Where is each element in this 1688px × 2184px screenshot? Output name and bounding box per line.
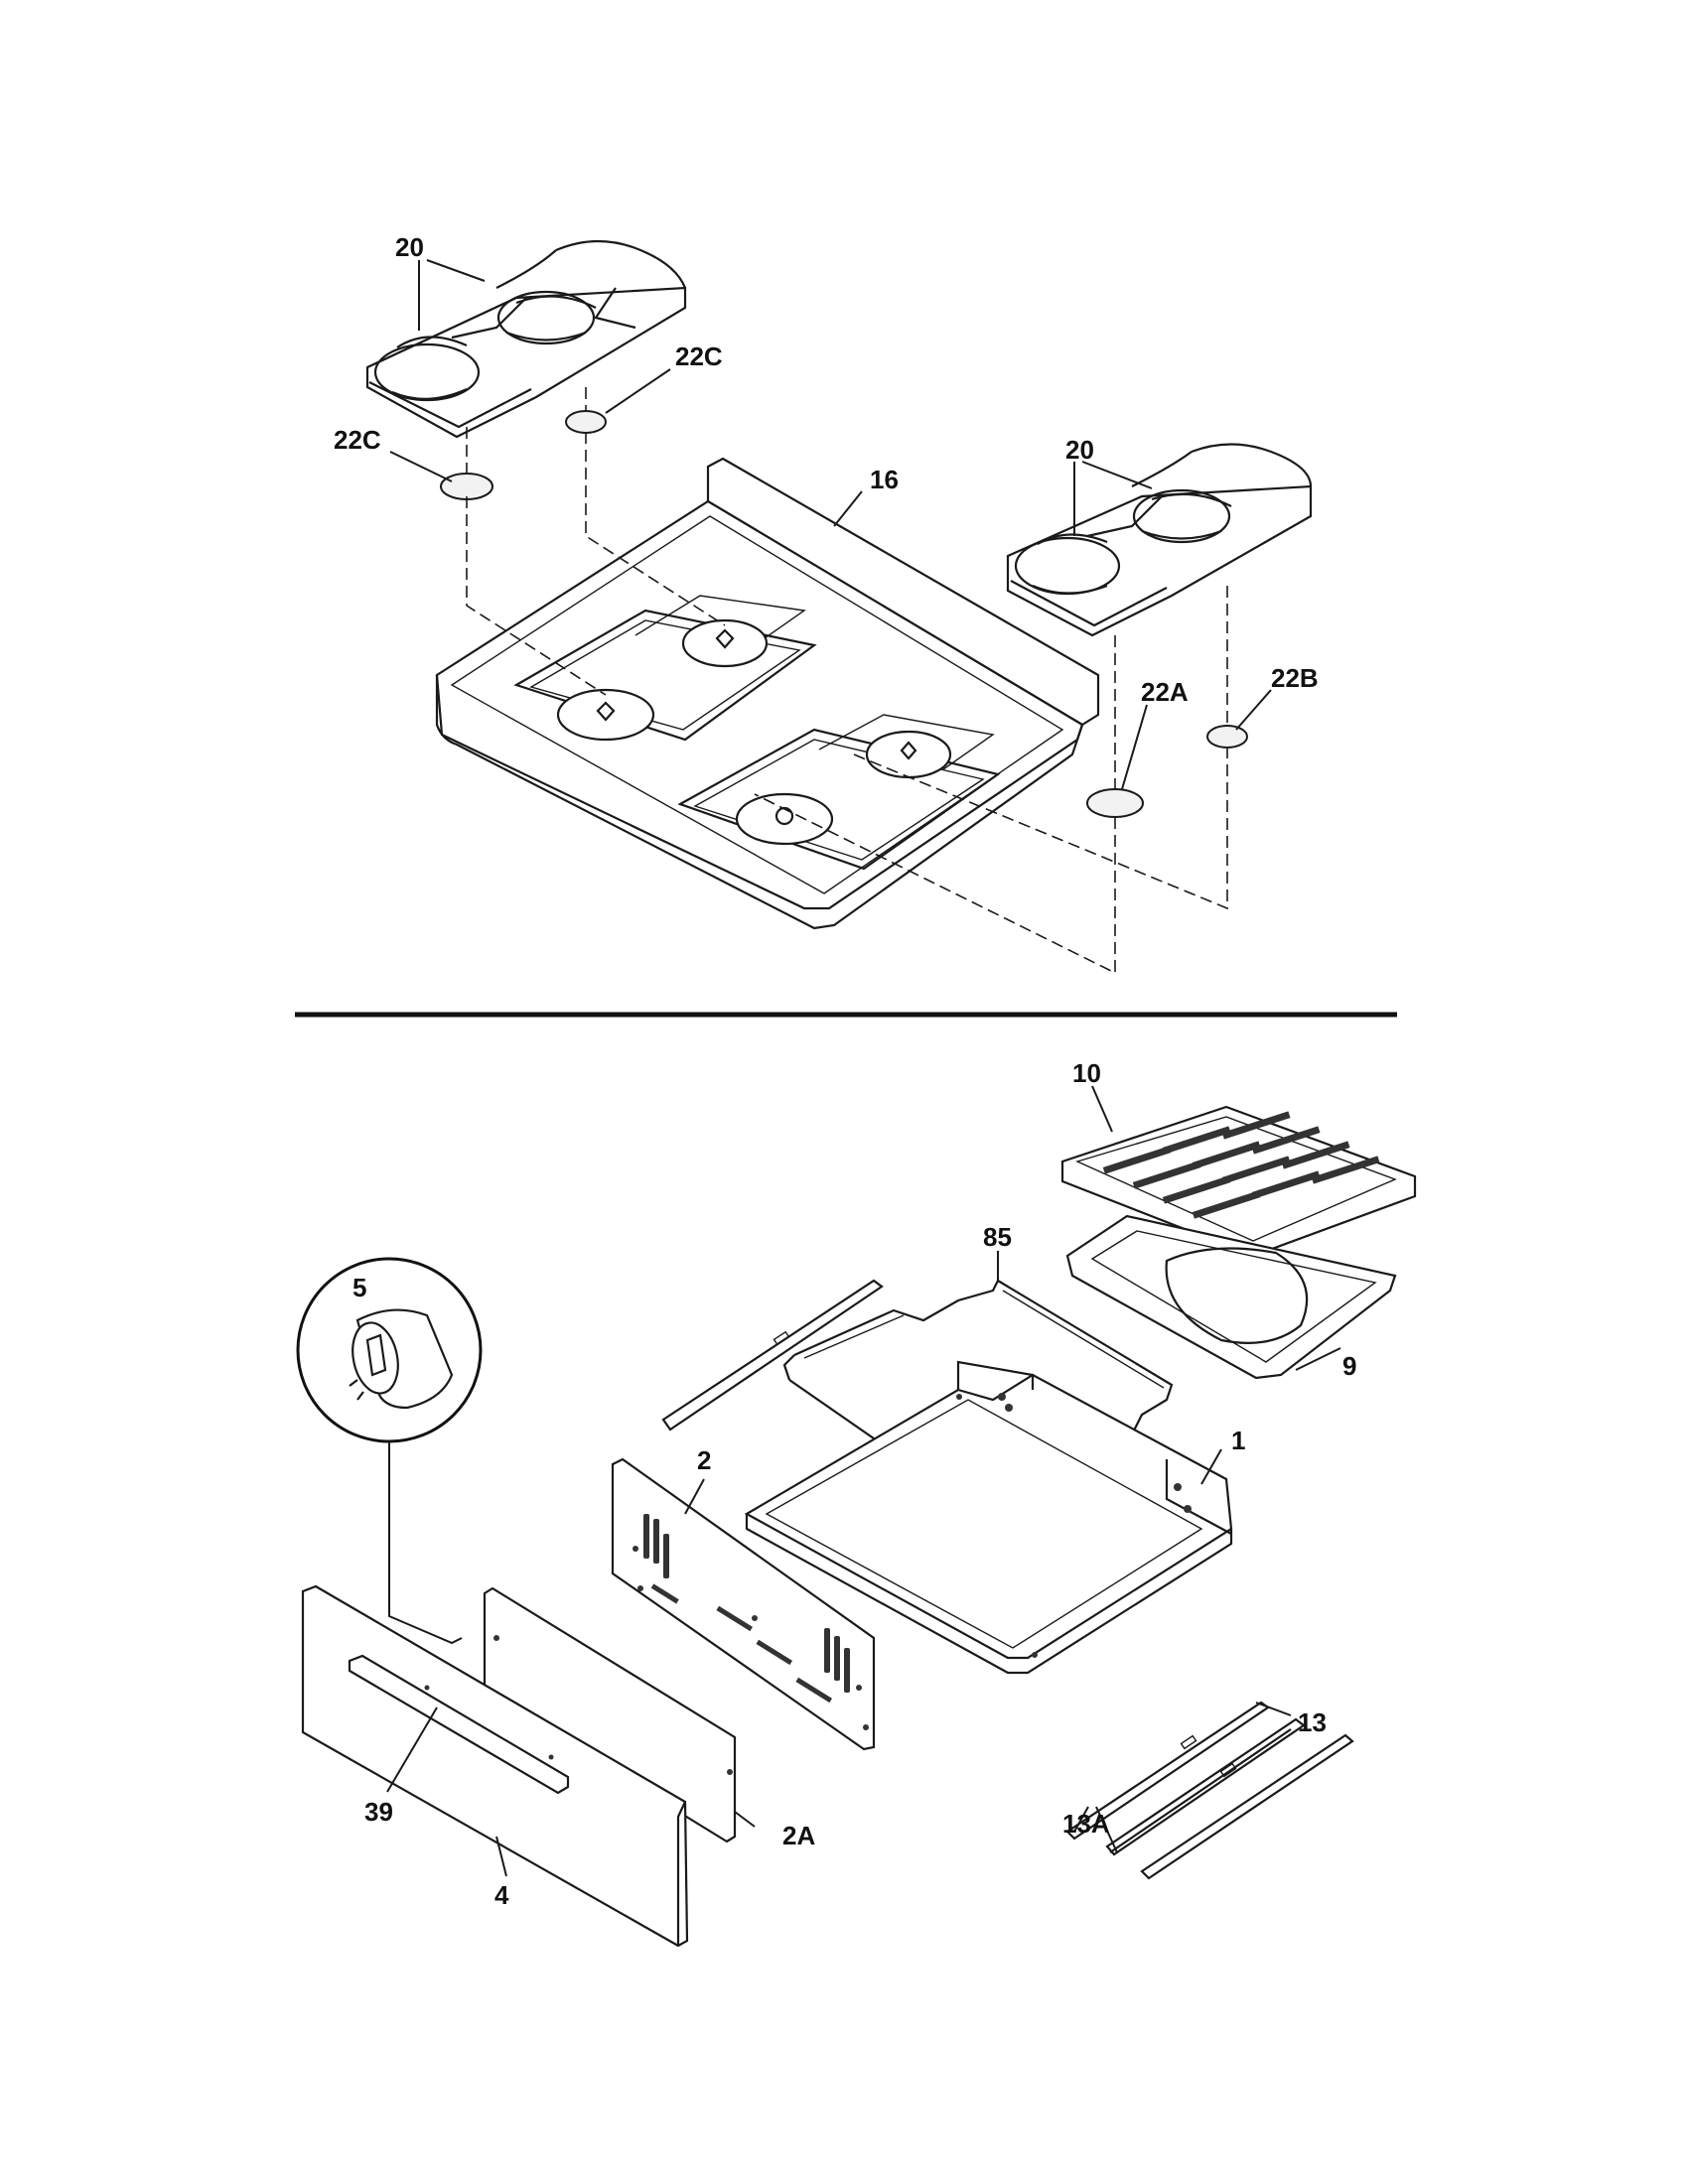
cap-22c-left	[440, 473, 493, 500]
cooktop-main-top	[435, 457, 1100, 930]
callout-13a: 13A	[1062, 1809, 1110, 1839]
drawer-handle	[348, 1654, 570, 1795]
callout-22a: 22A	[1141, 677, 1189, 707]
callout-20-right: 20	[1065, 435, 1094, 465]
cap-22a	[1086, 788, 1144, 818]
left-burner-grate	[365, 239, 687, 439]
drawer-slides	[1065, 1701, 1354, 1880]
callout-20-left: 20	[395, 232, 424, 262]
callout-13: 13	[1298, 1707, 1327, 1737]
callout-16: 16	[870, 465, 899, 494]
callout-22c-left: 22C	[334, 425, 381, 455]
callout-9: 9	[1342, 1351, 1356, 1381]
cap-22b	[1206, 725, 1248, 749]
callout-39: 39	[364, 1797, 393, 1827]
callout-1: 1	[1231, 1426, 1245, 1455]
callout-5: 5	[352, 1273, 366, 1302]
side-rail-upper	[661, 1279, 884, 1432]
cap-22c-right	[565, 410, 607, 434]
drawer-body	[744, 1360, 1233, 1675]
alignment-lines-top	[466, 387, 1228, 975]
callout-22b: 22B	[1271, 663, 1319, 693]
callout-4: 4	[494, 1880, 509, 1910]
broiler-grid	[1060, 1105, 1417, 1258]
drawer-back-panel	[611, 1457, 876, 1751]
callout-22c-right: 22C	[675, 341, 723, 371]
callout-2a: 2A	[782, 1821, 815, 1850]
right-burner-grate	[1006, 443, 1313, 637]
broiler-pan	[1065, 1214, 1397, 1380]
callout-10: 10	[1072, 1058, 1101, 1088]
callout-85: 85	[983, 1222, 1012, 1252]
knob-leader	[388, 1441, 463, 1645]
knob-inset	[296, 1257, 483, 1443]
leader-lines	[386, 259, 1341, 1877]
callout-2: 2	[697, 1445, 711, 1475]
